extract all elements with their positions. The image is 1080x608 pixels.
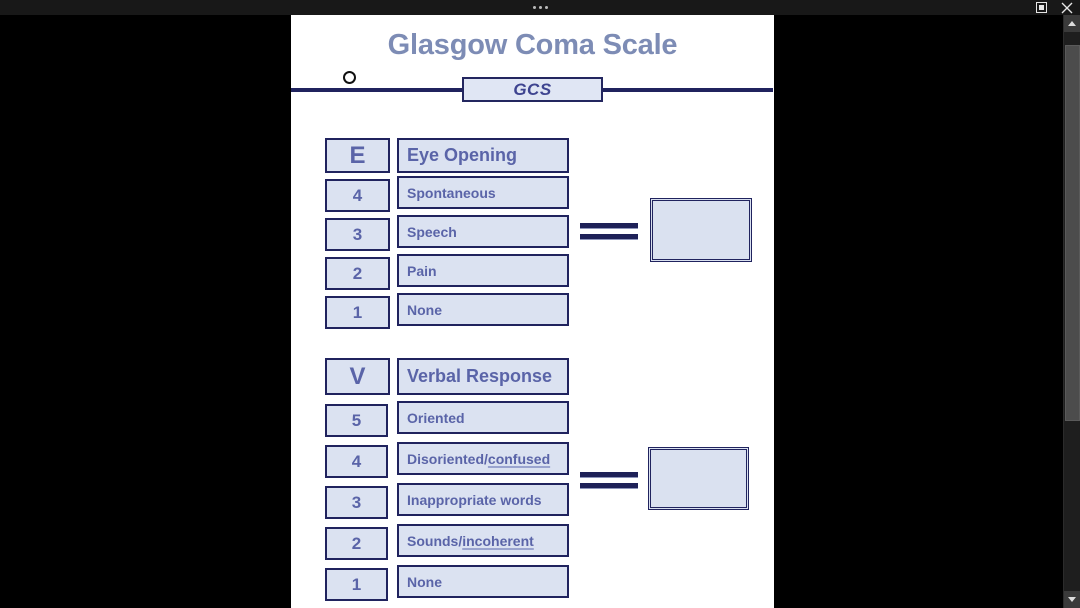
score-box: 3: [325, 218, 390, 251]
section-heading-verbal-response: Verbal Response: [397, 358, 569, 395]
label-box: Disoriented/confused: [397, 442, 569, 475]
equals-bar: [580, 223, 638, 229]
label-box: Pain: [397, 254, 569, 287]
label-box: Speech: [397, 215, 569, 248]
score-box: 1: [325, 296, 390, 329]
page-title: Glasgow Coma Scale: [387, 29, 678, 61]
section-letter-e: E: [325, 138, 390, 173]
triangle-up: [1068, 21, 1076, 26]
label-box: Sounds/incoherent: [397, 524, 569, 557]
scrollbar-thumb[interactable]: [1065, 45, 1080, 421]
label-text-misspelled: incoherent: [462, 532, 534, 549]
score-box: 2: [325, 527, 388, 560]
score-box: 5: [325, 404, 388, 437]
equals-sign-icon-v: [580, 472, 638, 489]
result-box-eye-opening[interactable]: [650, 198, 752, 262]
score-box: 1: [325, 568, 388, 601]
score-box: 2: [325, 257, 390, 290]
score-box: 3: [325, 486, 388, 519]
window-controls: [1028, 0, 1080, 15]
circle-cursor-icon: [343, 71, 356, 84]
scroll-up-arrow-icon[interactable]: [1064, 15, 1080, 32]
dot: [544, 6, 548, 9]
label-text: Disoriented/: [407, 450, 488, 467]
dot: [532, 6, 536, 9]
equals-bar: [580, 472, 638, 478]
vertical-scrollbar[interactable]: [1063, 15, 1080, 608]
scroll-down-arrow-icon[interactable]: [1064, 591, 1080, 608]
triangle-down: [1068, 597, 1076, 602]
label-text: Sounds/: [407, 532, 463, 549]
label-box: Oriented: [397, 401, 569, 434]
equals-bar: [580, 234, 638, 240]
equals-bar: [580, 483, 638, 489]
score-box: 4: [325, 445, 388, 478]
label-box: Spontaneous: [397, 176, 569, 209]
titlebar-dots-icon[interactable]: [0, 0, 1080, 15]
label-box: Inappropriate words: [397, 483, 569, 516]
result-box-verbal-response[interactable]: [648, 447, 749, 510]
label-box: None: [397, 565, 569, 598]
document-page: Glasgow Coma Scale GCS E Eye Opening 4 S…: [291, 15, 774, 608]
restore-window-button[interactable]: [1028, 0, 1054, 15]
label-text-misspelled: confused: [487, 450, 551, 467]
section-letter-v: V: [325, 358, 390, 395]
dot: [538, 6, 542, 9]
label-box: None: [397, 293, 569, 326]
equals-sign-icon-e: [580, 223, 638, 240]
score-box: 4: [325, 179, 390, 212]
window-titlebar[interactable]: [0, 0, 1080, 15]
section-heading-eye-opening: Eye Opening: [397, 138, 569, 173]
close-window-button[interactable]: [1054, 0, 1080, 15]
gcs-badge: GCS: [462, 77, 603, 102]
